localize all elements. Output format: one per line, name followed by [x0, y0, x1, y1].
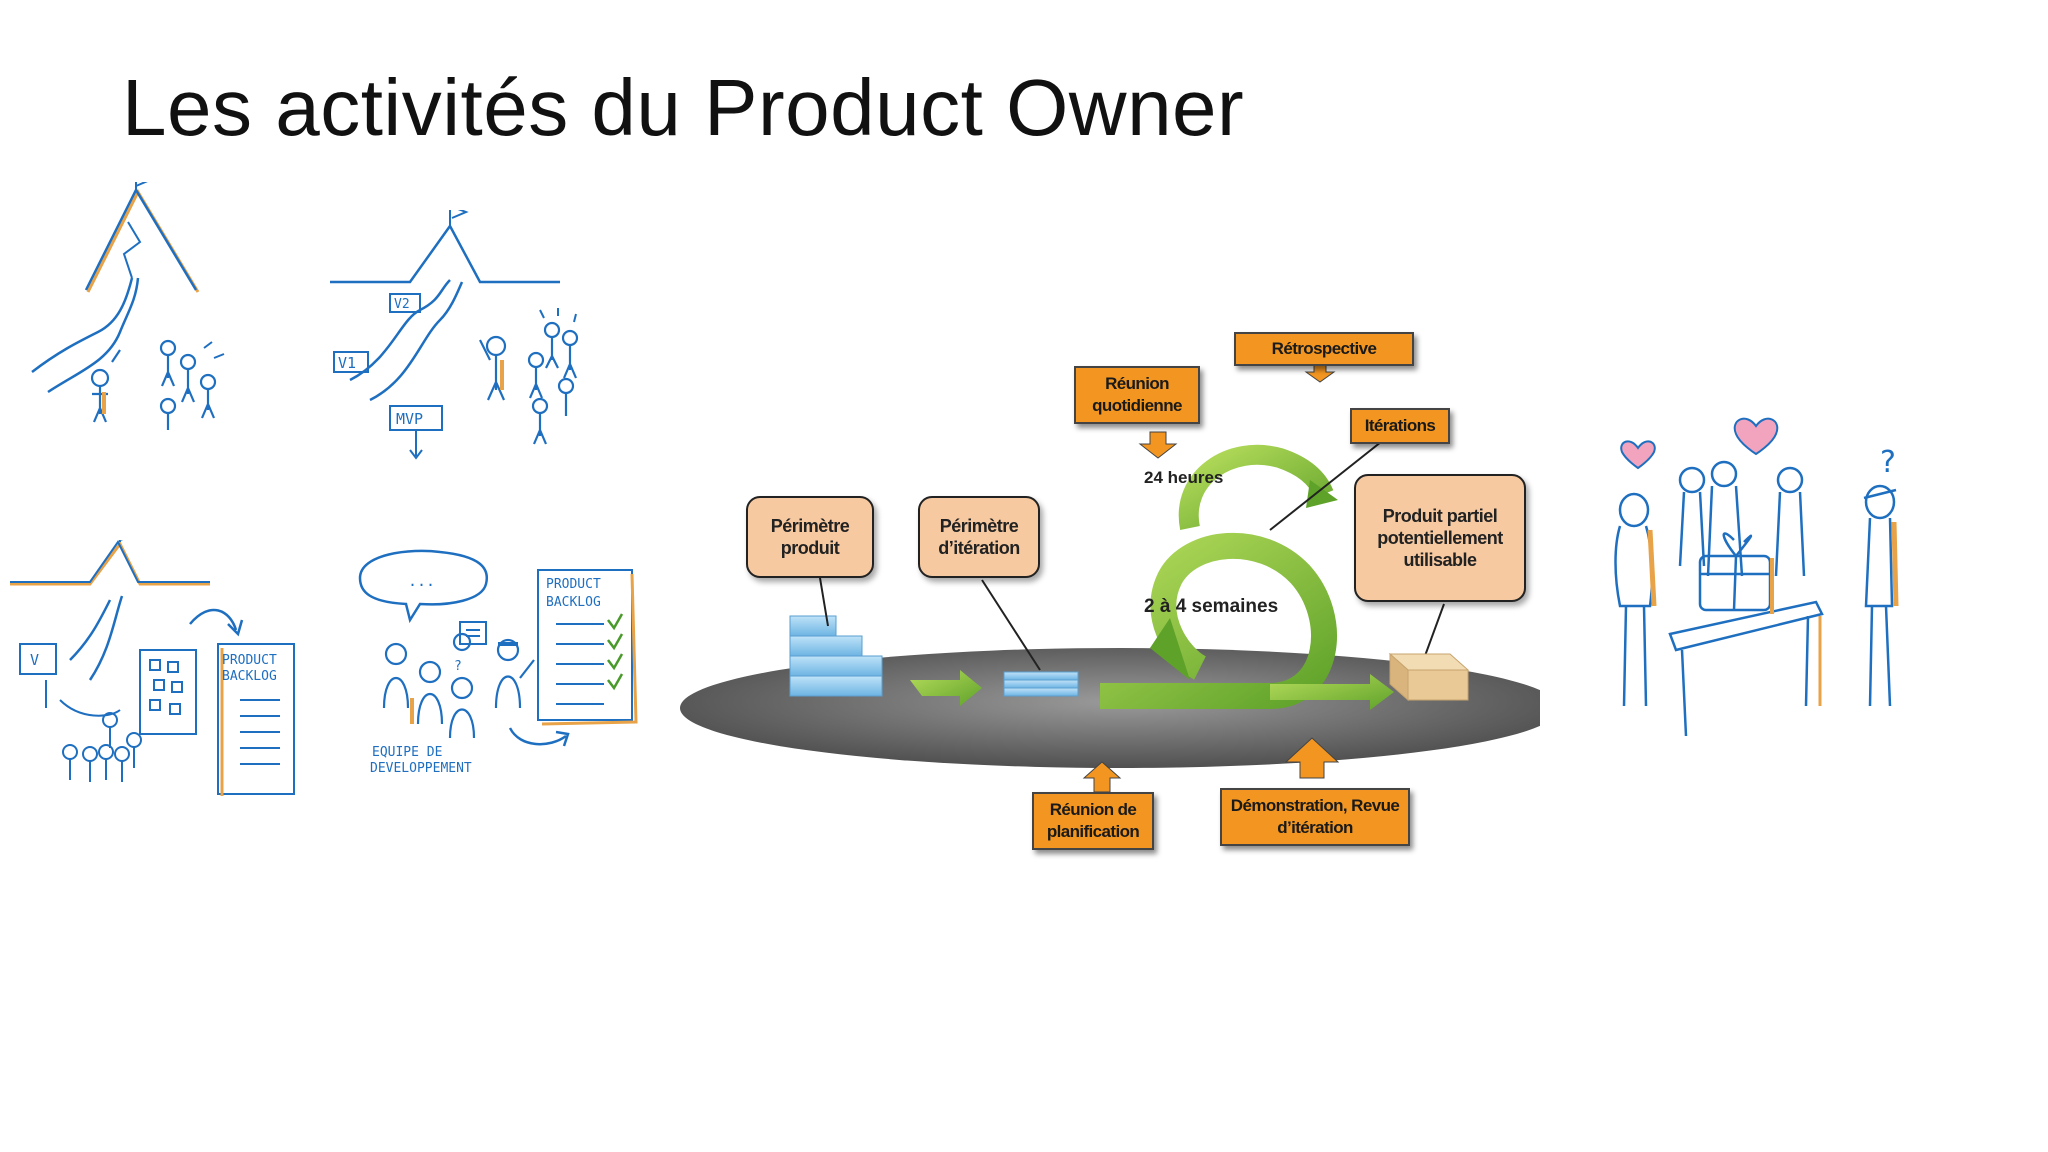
iterations-box: Itérations [1350, 408, 1450, 444]
release-label: V [30, 651, 39, 669]
slide-title: Les activités du Product Owner [122, 63, 1245, 152]
question-icon: ? [1880, 445, 1896, 480]
mountain-icon [31, 182, 225, 430]
speech-dots: ... [408, 572, 435, 590]
delivery-arrow [1270, 674, 1394, 710]
daily-loop-arrow [1178, 444, 1334, 530]
mountain-vision-sketch [28, 182, 238, 432]
iteration-scope-callout: Périmètre d’itération [918, 496, 1040, 578]
retrospective-box: Rétrospective [1234, 332, 1414, 366]
roadmap-label-v2: V2 [394, 297, 410, 312]
backlog-label-2: PRODUCT [546, 577, 601, 592]
flow-arrow-1 [910, 670, 982, 706]
svg-text:BACKLOG: BACKLOG [546, 595, 601, 610]
backlog-label-1: PRODUCT [222, 653, 277, 668]
daily-meeting-box: Réunion quotidienne [1074, 366, 1200, 424]
demo-review-box: Démonstration, Revue d’itération [1220, 788, 1410, 846]
dev-team-sketch: ... ? EQUIPE DE DEVELOPPEMENT PRODUCT BA… [350, 548, 650, 788]
roadmap-label-v1: V1 [338, 354, 356, 372]
sprint-loop-arrow [1100, 532, 1337, 709]
svg-text:BACKLOG: BACKLOG [222, 669, 277, 684]
roadmap-label-mvp: MVP [396, 410, 423, 428]
daily-cycle-label: 24 heures [1144, 468, 1224, 487]
deliverable-callout: Produit partiel potentiellement utilisab… [1354, 474, 1526, 602]
release-planning-sketch: V PRODUCT BACKLOG [10, 540, 310, 800]
roadmap-sketch: V2 V1 MVP [330, 210, 600, 470]
stakeholders-gift-sketch: ? [1580, 406, 1940, 746]
sprint-cycle-label: 2 à 4 semaines [1144, 596, 1279, 617]
team-label-1: EQUIPE DE [372, 745, 442, 760]
product-scope-callout: Périmètre produit [746, 496, 874, 578]
deliverable-box-icon [1388, 652, 1470, 702]
scrum-cycle-diagram: Périmètre produit Périmètre d’itération … [670, 318, 1540, 858]
planning-meeting-box: Réunion de planification [1032, 792, 1154, 850]
heart-icon [1620, 440, 1656, 470]
product-backlog-stack [789, 615, 883, 697]
sprint-backlog-stack [1003, 671, 1079, 697]
team-label-2: DEVELOPPEMENT [370, 761, 472, 776]
svg-text:?: ? [454, 659, 462, 674]
